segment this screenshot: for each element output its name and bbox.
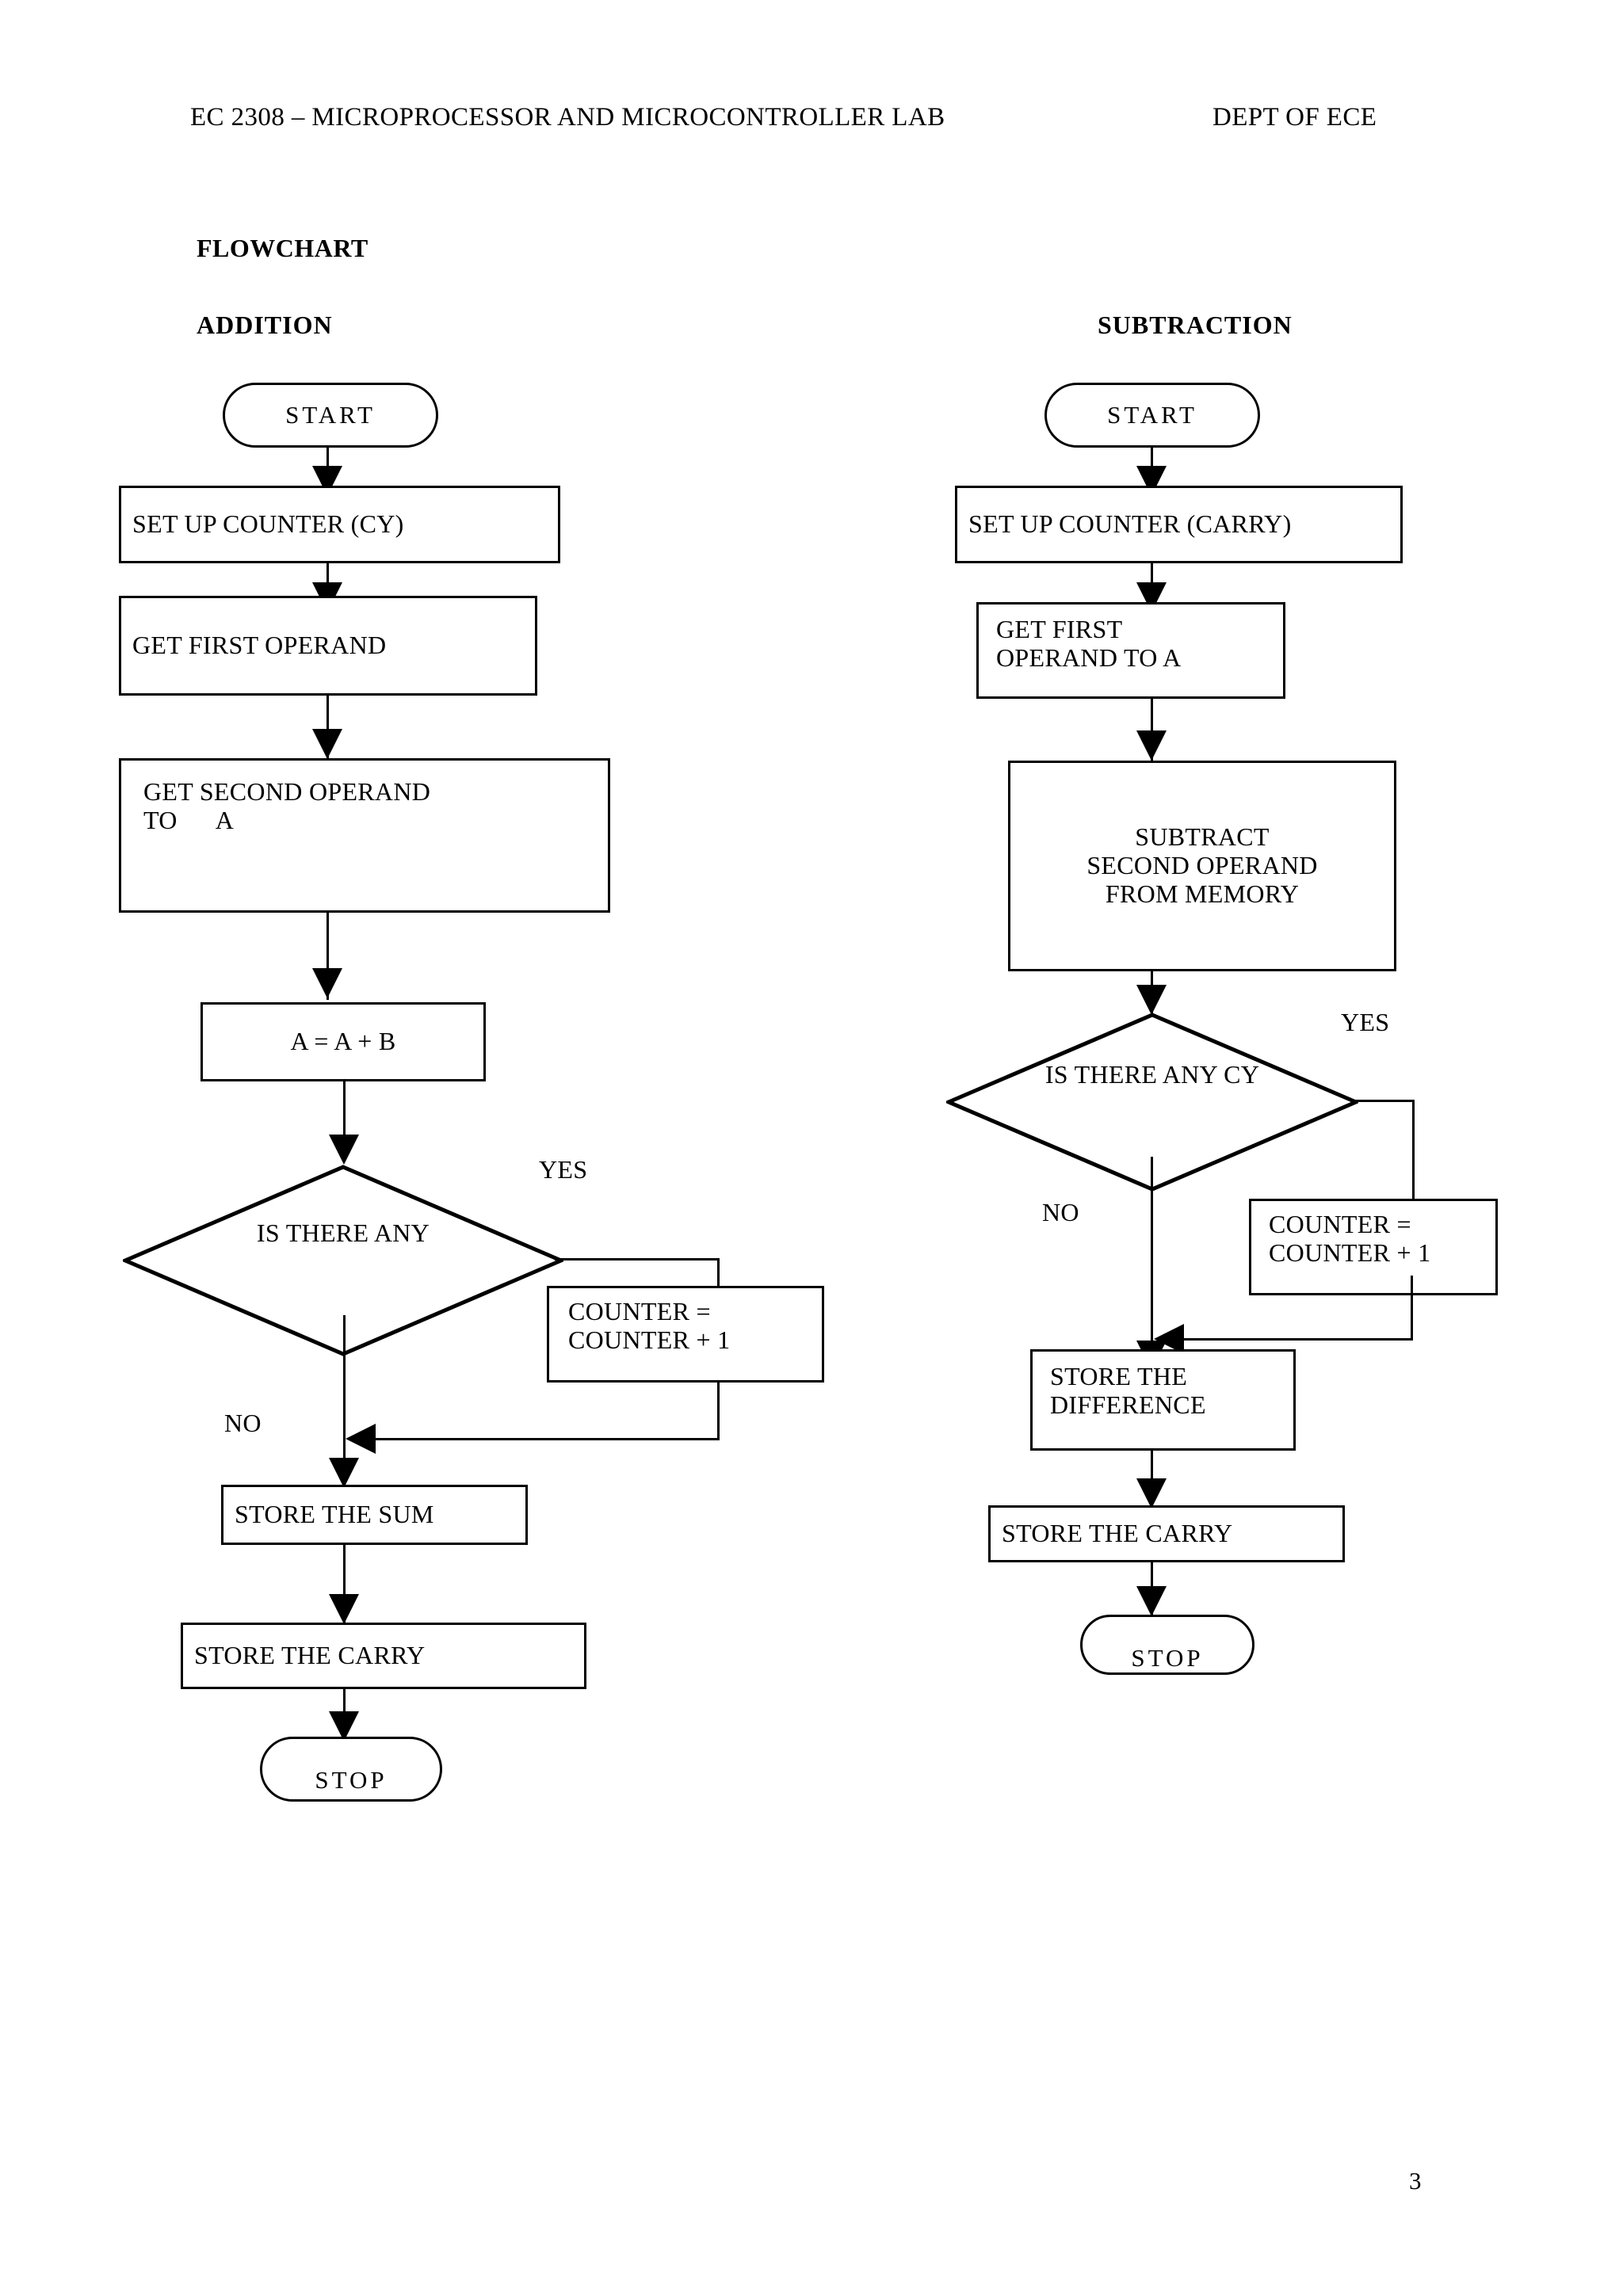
subtraction-counter-line1: COUNTER = [1269, 1210, 1411, 1238]
addition-stop-terminal: STOP [260, 1737, 442, 1802]
subtraction-yes-connector-v [1412, 1100, 1415, 1201]
subtraction-arrowhead-7 [1136, 1586, 1167, 1616]
addition-arrowhead-8 [329, 1711, 359, 1741]
addition-arrowhead-5 [329, 1135, 359, 1165]
column-title-subtraction: SUBTRACTION [1098, 311, 1293, 339]
subtraction-counter-line2: COUNTER + 1 [1269, 1238, 1431, 1267]
addition-connector-4 [327, 913, 329, 1000]
addition-arrowhead-6 [329, 1458, 359, 1488]
section-title-flowchart: FLOWCHART [197, 234, 369, 262]
addition-get-second-operand-line1: GET SECOND OPERAND [143, 777, 431, 806]
subtraction-store-difference-line1: STORE THE [1050, 1362, 1188, 1390]
subtraction-arrowhead-3 [1136, 730, 1167, 761]
addition-get-second-operand-line2: TO A [143, 805, 235, 834]
addition-setup-counter-box: SET UP COUNTER (CY) [119, 486, 560, 563]
subtraction-operate-line1: SUBTRACT [1135, 822, 1270, 852]
subtraction-store-difference-line2: DIFFERENCE [1050, 1390, 1206, 1419]
subtraction-start-label: START [1107, 401, 1197, 429]
subtraction-get-first-operand-line1: GET FIRST [996, 615, 1123, 643]
addition-yes-connector-v [717, 1258, 720, 1288]
subtraction-store-difference-box: STORE THE DIFFERENCE [1030, 1349, 1296, 1451]
subtraction-edge-label-yes: YES [1341, 1008, 1390, 1036]
subtraction-stop-label: STOP [1131, 1644, 1204, 1672]
subtraction-counter-increment-box: COUNTER = COUNTER + 1 [1249, 1199, 1498, 1295]
addition-compute-label: A = A + B [290, 1027, 396, 1056]
subtraction-edge-label-no: NO [1042, 1198, 1079, 1226]
subtraction-stop-terminal: STOP [1080, 1615, 1254, 1675]
addition-store-carry-box: STORE THE CARRY [181, 1623, 586, 1689]
subtraction-connector-2 [1151, 563, 1153, 597]
subtraction-arrowhead-4 [1136, 985, 1167, 1015]
addition-arrowhead-7 [329, 1594, 359, 1624]
addition-get-first-operand-label: GET FIRST OPERAND [132, 631, 387, 660]
addition-loopback-v [717, 1383, 720, 1440]
addition-stop-label: STOP [315, 1766, 388, 1794]
addition-arrowhead-3 [312, 729, 342, 759]
subtraction-operate-box: SUBTRACT SECOND OPERAND FROM MEMORY [1008, 761, 1396, 971]
addition-compute-box: A = A + B [200, 1002, 486, 1081]
subtraction-get-first-operand-line2: OPERAND TO A [996, 643, 1182, 672]
addition-counter-line1: COUNTER = [568, 1297, 711, 1325]
subtraction-setup-counter-box: SET UP COUNTER (CARRY) [955, 486, 1403, 563]
subtraction-store-carry-label: STORE THE CARRY [1002, 1519, 1233, 1548]
addition-counter-line2: COUNTER + 1 [568, 1325, 731, 1354]
subtraction-no-spine [1151, 1157, 1153, 1355]
addition-get-second-operand-box: GET SECOND OPERAND TO A [119, 758, 610, 913]
subtraction-connector-1 [1151, 448, 1153, 478]
addition-setup-counter-label: SET UP COUNTER (CY) [132, 509, 404, 539]
addition-no-spine [343, 1315, 346, 1474]
addition-store-sum-label: STORE THE SUM [235, 1500, 434, 1529]
addition-connector-2 [327, 563, 329, 597]
subtraction-operate-line2: SECOND OPERAND [1086, 851, 1318, 880]
addition-start-label: START [285, 401, 376, 429]
addition-yes-connector-h [555, 1258, 720, 1261]
header-department: DEPT OF ECE [1212, 103, 1377, 132]
subtraction-setup-counter-label: SET UP COUNTER (CARRY) [968, 509, 1292, 539]
addition-start-terminal: START [223, 383, 438, 448]
subtraction-store-carry-box: STORE THE CARRY [988, 1505, 1345, 1562]
addition-edge-label-no: NO [224, 1409, 262, 1437]
page-number: 3 [1409, 2167, 1422, 2195]
addition-edge-label-yes: YES [539, 1155, 588, 1184]
subtraction-arrowhead-6 [1136, 1478, 1167, 1508]
subtraction-loopback-h [1165, 1338, 1413, 1341]
subtraction-start-terminal: START [1044, 383, 1260, 448]
subtraction-yes-connector-h [1351, 1100, 1415, 1102]
addition-store-carry-label: STORE THE CARRY [194, 1641, 426, 1670]
addition-arrowhead-4 [312, 968, 342, 998]
addition-loopback-h [357, 1438, 720, 1440]
subtraction-loopback-v [1411, 1276, 1413, 1341]
subtraction-operate-line3: FROM MEMORY [1105, 879, 1300, 908]
addition-loopback-arrowhead [346, 1424, 376, 1454]
addition-counter-increment-box: COUNTER = COUNTER + 1 [547, 1286, 824, 1383]
column-title-addition: ADDITION [197, 311, 333, 339]
addition-get-first-operand-box: GET FIRST OPERAND [119, 596, 537, 696]
addition-connector-1 [327, 448, 329, 478]
subtraction-get-first-operand-box: GET FIRST OPERAND TO A [976, 602, 1285, 699]
addition-connector-7 [343, 1545, 346, 1624]
addition-connector-3 [327, 696, 329, 759]
header-course-title: EC 2308 – MICROPROCESSOR AND MICROCONTRO… [190, 103, 945, 132]
addition-connector-5 [343, 1081, 346, 1143]
addition-store-sum-box: STORE THE SUM [221, 1485, 528, 1545]
